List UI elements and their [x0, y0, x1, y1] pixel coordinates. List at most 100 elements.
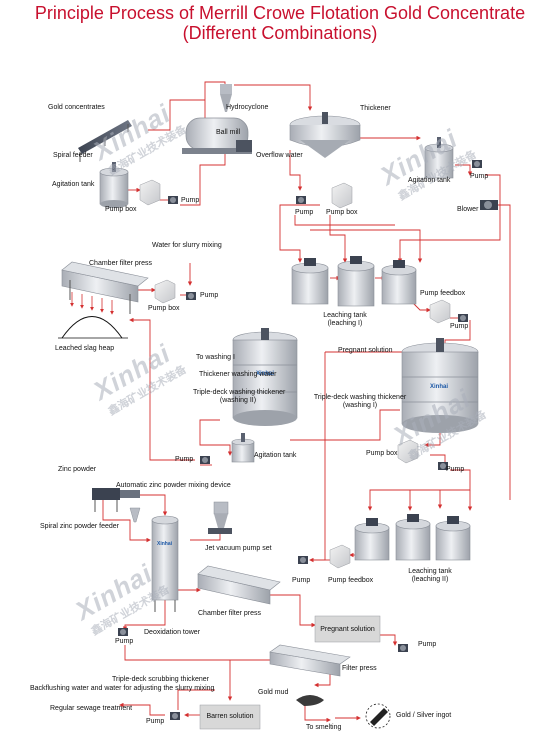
- label-pregnant-solution-top: Pregnant solution: [338, 347, 393, 354]
- label-pump-3: Pump: [295, 209, 314, 216]
- agitation-tank-1: [99, 162, 129, 208]
- pump-1: [168, 196, 178, 204]
- label-thickener: Thickener: [360, 105, 391, 112]
- label-pump-7: Pump: [446, 466, 465, 473]
- label-gold-concentrates: Gold concentrates: [48, 104, 105, 111]
- label-pump-4: Pump: [200, 292, 219, 299]
- label-water-slurry: Water for slurry mixing: [152, 242, 222, 249]
- label-pump-5: Pump: [450, 323, 469, 330]
- pump-box-4: [397, 439, 419, 464]
- label-pump-feedbox-1: Pump feedbox: [420, 290, 466, 297]
- label-pump-1: Pump: [181, 197, 200, 204]
- pump-9: [118, 628, 128, 636]
- label-agitation-tank-3: Agitation tank: [254, 452, 297, 459]
- spiral-zinc-feeder: [129, 507, 141, 523]
- leaching-tank-2c: [435, 516, 471, 561]
- label-pregnant-solution-box: Pregnant solution: [320, 626, 375, 633]
- label-leaching-tank-2-line2: (leaching II): [411, 576, 449, 583]
- thickener-top: [289, 112, 361, 158]
- page-title-line-1: Principle Process of Merrill Crowe Flota…: [34, 3, 526, 23]
- label-triple-deck-scrubbing: Triple-deck scrubbing thickener: [112, 676, 210, 683]
- label-barren-solution: Barren solution: [206, 713, 254, 720]
- hydrocyclone: [220, 84, 232, 112]
- spiral-feeder: [78, 120, 132, 162]
- label-washing-2-line2: (washing II): [219, 397, 257, 404]
- chamber-filter-press-2: [197, 565, 281, 605]
- pump-8: [298, 556, 308, 564]
- ball-mill: [182, 117, 252, 154]
- label-leached-slag-heap: Leached slag heap: [55, 345, 115, 352]
- leaching-tank-1a: [291, 258, 329, 305]
- label-pump-6: Pump: [175, 456, 194, 463]
- label-hydrocyclone: Hydrocyclone: [226, 104, 269, 111]
- filter-press: [269, 644, 351, 677]
- drop-arrows: [70, 292, 114, 315]
- tank-brand-1: Xinhai: [430, 384, 448, 390]
- pump-2: [472, 160, 482, 168]
- leaching-tank-1c: [381, 260, 417, 305]
- washing-thickener-2: Xinhai: [232, 328, 298, 426]
- label-gold-silver-ingot: Gold / Silver ingot: [396, 712, 452, 719]
- label-spiral-zinc-feeder: Spiral zinc powder feeder: [40, 523, 119, 530]
- agitation-tank-2: [424, 137, 454, 179]
- label-pump-9: Pump: [115, 638, 134, 645]
- label-leaching-tank-1-line2: (leaching I): [327, 320, 363, 327]
- label-gold-mud: Gold mud: [258, 689, 289, 696]
- washing-thickener-1: Xinhai: [401, 338, 479, 433]
- pump-feedbox-1: [429, 299, 451, 324]
- label-pump-11: Pump: [146, 718, 165, 725]
- pump-box-2: [331, 182, 353, 209]
- pump-6: [200, 456, 210, 464]
- pump-11: [170, 712, 180, 720]
- page-title-line-2: (Different Combinations): [182, 23, 378, 43]
- pump-7: [438, 462, 448, 470]
- label-pump-8: Pump: [292, 577, 311, 584]
- label-overflow-water: Overflow water: [256, 152, 303, 159]
- leaching-tank-2a: [354, 518, 390, 561]
- deoxidation-tower: Xinhai: [151, 515, 179, 612]
- label-ball-mill: Ball mill: [216, 129, 241, 136]
- pump-box-1: [139, 179, 161, 206]
- label-chamber-filter-press-2: Chamber filter press: [198, 610, 262, 617]
- label-pump-box-1: Pump box: [105, 206, 137, 213]
- label-zinc-powder: Zinc powder: [58, 466, 97, 473]
- label-blower: Blower: [457, 206, 479, 213]
- label-backflushing: Backflushing water and water for adjusti…: [30, 685, 215, 692]
- pump-2-group: [296, 196, 306, 204]
- label-washing-1-line1: Triple-deck washing thickener: [313, 394, 407, 401]
- label-washing-2-line1: Triple-deck washing thickener: [193, 389, 286, 396]
- label-to-washing-1: To washing I: [196, 354, 235, 361]
- leaching-tank-1b: [337, 256, 375, 307]
- gold-ingot-icon: [365, 703, 391, 729]
- pump-feedbox-2: [329, 544, 351, 569]
- label-filter-press: Filter press: [342, 665, 377, 672]
- label-deoxidation-tower: Deoxidation tower: [144, 629, 201, 636]
- leaching-tanks-1: [291, 256, 417, 307]
- label-pump-feedbox-2: Pump feedbox: [328, 577, 374, 584]
- label-spiral-feeder: Spiral feeder: [53, 152, 93, 159]
- blower: [480, 200, 498, 210]
- label-jet-vacuum-pump: Jet vacuum pump set: [205, 545, 272, 552]
- pump-box-3: [154, 279, 176, 304]
- label-regular-sewage: Regular sewage treatment: [50, 705, 133, 712]
- pump-5: [458, 314, 468, 322]
- barren-solution-box: [199, 704, 261, 730]
- chamber-filter-press-1: [61, 261, 149, 314]
- tank-brand-2: Xinhai: [256, 371, 274, 377]
- tank-brand-3: Xinhai: [157, 541, 173, 547]
- slag-heap: [58, 316, 128, 339]
- label-agitation-tank-2: Agitation tank: [408, 177, 451, 184]
- label-pump-10: Pump: [418, 641, 437, 648]
- label-washing-1-line2: (washing I): [342, 402, 378, 409]
- label-chamber-filter-press-1: Chamber filter press: [89, 260, 153, 267]
- leaching-tanks-2: [354, 514, 471, 561]
- label-leaching-tank-1-line1: Leaching tank: [323, 312, 367, 319]
- label-agitation-tank-1: Agitation tank: [52, 181, 95, 188]
- label-thickener-washing-water: Thickener washing water: [199, 371, 277, 378]
- label-pump-box-2: Pump box: [326, 209, 358, 216]
- agitation-tank-3: [231, 433, 255, 463]
- label-pump-box-4: Pump box: [366, 450, 398, 457]
- label-leaching-tank-2-line1: Leaching tank: [408, 568, 452, 575]
- pregnant-solution-box: [314, 615, 381, 643]
